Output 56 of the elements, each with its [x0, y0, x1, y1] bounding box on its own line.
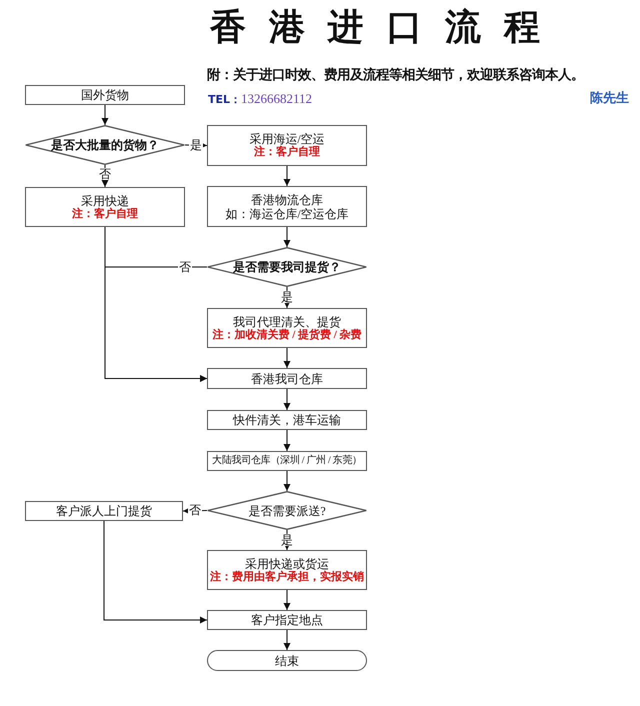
process-box [25, 85, 185, 105]
question-text: 是否大批量的货物？ [51, 138, 159, 152]
node-label: 如：海运仓库/空运仓库 [225, 206, 349, 220]
note-text: 附：关于进口时效、费用及流程等相关细节，欢迎联系咨询本人。 [207, 67, 584, 83]
node-label: 采用快递或货运 [245, 556, 329, 570]
decision-diamond [25, 125, 185, 165]
arrow [284, 630, 290, 650]
node-label: 香港物流仓库 [251, 192, 323, 206]
decision-diamond [207, 247, 367, 287]
node-label: 大陆我司仓库（深圳 / 广州 / 东莞） [212, 454, 362, 468]
arrow [284, 470, 290, 492]
arrow [284, 226, 290, 248]
arrow [284, 166, 290, 186]
note-label: 注：费用由客户承担，实报实销 [210, 570, 364, 584]
note-label: 注：加收清关费 / 提货费 / 杂费 [212, 328, 362, 342]
note-label: 注：客户自理 [72, 208, 138, 220]
decision-diamond [207, 491, 367, 530]
edge-label: 是 [189, 139, 203, 151]
node-label: 快件清关，港车运输 [233, 413, 341, 427]
arrow [284, 430, 290, 452]
process-box [207, 610, 367, 630]
process-box [25, 187, 185, 227]
edge-label: 是 [280, 291, 294, 303]
process-box [207, 368, 367, 389]
arrow [102, 104, 108, 126]
end-terminal [207, 650, 367, 671]
process-box [25, 501, 183, 521]
process-box [207, 410, 367, 430]
process-box [207, 550, 367, 590]
arrow [284, 348, 290, 368]
node-label: 结束 [275, 654, 299, 668]
contact-name: 陈先生 [590, 90, 629, 106]
question-text: 是否需要我司提货？ [233, 260, 341, 274]
diagram-title: 香港进口流程 [210, 6, 540, 48]
process-box [207, 186, 367, 227]
note-label: 注：客户自理 [254, 146, 320, 159]
edge-label: 否 [188, 504, 202, 516]
node-label: 客户指定地点 [251, 613, 323, 627]
node-label: 香港我司仓库 [251, 372, 323, 386]
node-label: 采用快递 [81, 194, 129, 208]
phone-number: TEL：13266682112 [208, 91, 312, 107]
edge-label: 是 [280, 534, 294, 546]
process-box [207, 125, 367, 166]
arrow [104, 520, 208, 624]
node-label: 客户派人上门提货 [56, 504, 152, 518]
process-box [207, 451, 367, 471]
node-label: 采用海运/空运 [249, 132, 325, 146]
edge-label: 否 [98, 168, 112, 180]
process-box [207, 308, 367, 348]
node-label: 国外货物 [81, 88, 129, 102]
arrow [284, 388, 290, 410]
question-text: 是否需要派送? [248, 504, 326, 518]
arrow [104, 226, 208, 382]
edge-label: 否 [178, 261, 192, 273]
node-label: 我司代理清关、提货 [233, 314, 341, 328]
arrow [284, 590, 290, 610]
